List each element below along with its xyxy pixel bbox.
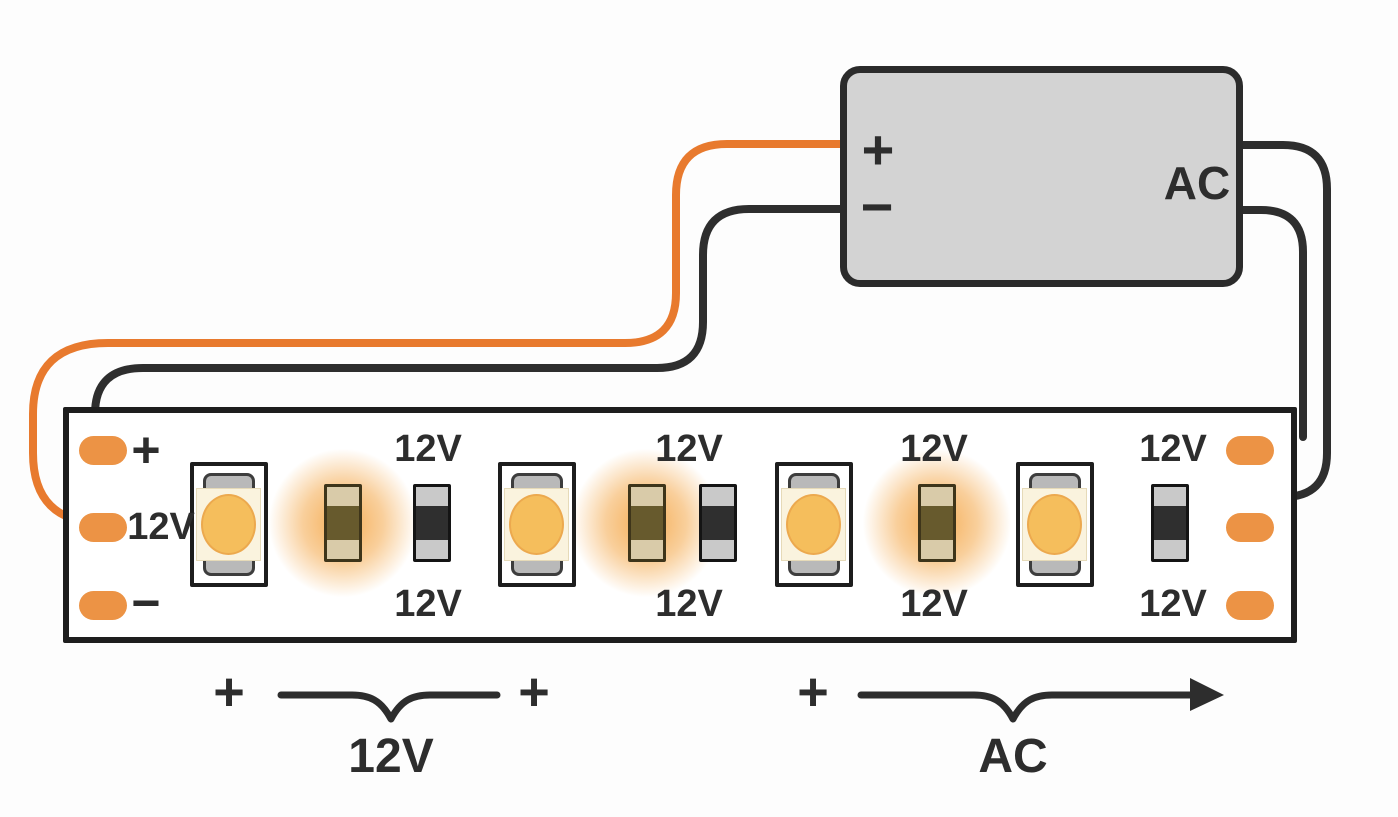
cut-label-2-bottom: 12V: [655, 583, 723, 625]
resistor-lit-1: [324, 484, 362, 562]
annotation-ac-label: AC: [978, 730, 1048, 783]
psu-ac-label: AC: [1163, 157, 1231, 209]
led-emitter: [509, 494, 564, 555]
psu-negative-label: −: [860, 175, 894, 238]
cut-label-4-top: 12V: [1139, 428, 1207, 470]
arrow-ac-line: [857, 691, 1196, 723]
wire-ac-inner: [1236, 206, 1307, 441]
led-module-4: [1016, 462, 1094, 587]
annotation-12v-label: 12V: [348, 730, 434, 783]
cut-label-4-bottom: 12V: [1139, 583, 1207, 625]
annotation-plus-2: +: [518, 662, 550, 722]
annotation-plus-1: +: [213, 662, 245, 722]
led-emitter: [1027, 494, 1082, 555]
led-module-2: [498, 462, 576, 587]
resistor-dark-2: [699, 484, 737, 562]
cut-label-1-top: 12V: [394, 428, 462, 470]
cut-label-2-top: 12V: [655, 428, 723, 470]
wire-negative: [91, 205, 847, 454]
solder-pad-right-top: [1226, 436, 1274, 465]
led-module-1: [190, 462, 268, 587]
wire-positive: [29, 140, 847, 527]
cut-label-1-bottom: 12V: [394, 583, 462, 625]
resistor-lit-2: [628, 484, 666, 562]
brace-12v-segment: [277, 691, 501, 723]
solder-pad-left-12v: [79, 513, 127, 542]
solder-pad-left-plus: [79, 436, 127, 465]
solder-pad-right-middle: [1226, 513, 1274, 542]
resistor-lit-3: [918, 484, 956, 562]
led-emitter: [201, 494, 256, 555]
pad-minus-label: −: [131, 575, 161, 631]
psu-positive-label: +: [861, 118, 895, 181]
led-module-3: [775, 462, 853, 587]
solder-pad-left-minus: [79, 591, 127, 620]
resistor-dark-3: [1151, 484, 1189, 562]
cut-label-3-bottom: 12V: [900, 583, 968, 625]
solder-pad-right-bottom: [1226, 591, 1274, 620]
resistor-dark-1: [413, 484, 451, 562]
power-supply-unit: [840, 66, 1243, 287]
annotation-plus-3: +: [797, 662, 829, 722]
cut-label-3-top: 12V: [900, 428, 968, 470]
wire-ac-outer: [1236, 141, 1331, 501]
arrow-ac-head: [1190, 678, 1224, 711]
pad-voltage-label: 12V: [127, 506, 195, 548]
led-emitter: [786, 494, 841, 555]
pad-plus-label: +: [131, 422, 161, 478]
